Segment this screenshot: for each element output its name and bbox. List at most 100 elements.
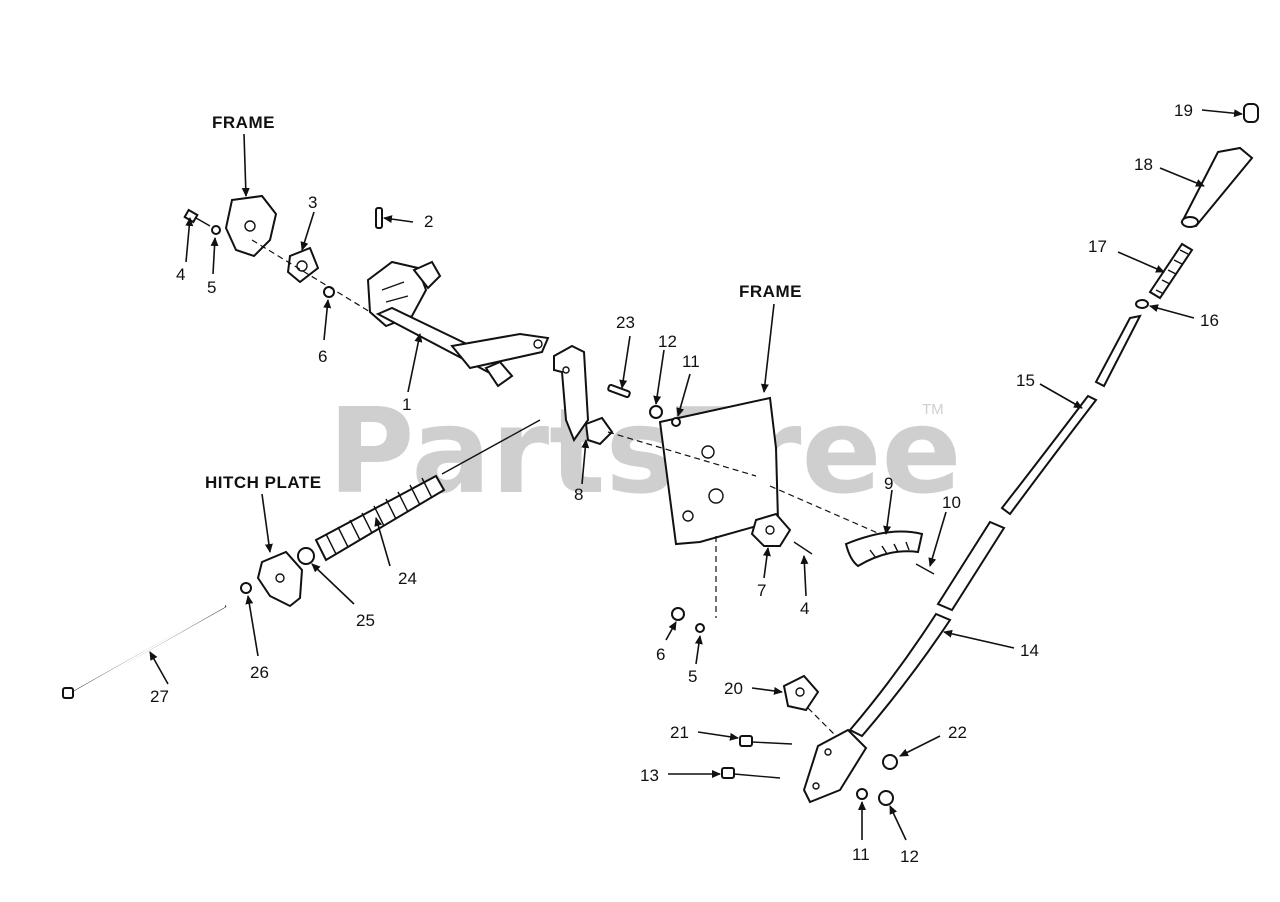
leader-5-left [210, 237, 219, 275]
callout-19: 19 [1174, 101, 1193, 120]
bolt-21 [739, 735, 793, 747]
washer-5-center [695, 623, 705, 633]
leader-12-bottom [889, 805, 907, 841]
leader-14 [943, 629, 1015, 649]
leader-5-center [694, 635, 703, 665]
callout-2: 2 [424, 212, 433, 231]
callout-5-center: 5 [688, 667, 697, 686]
leader-4-center [800, 555, 809, 597]
label-frame-center: FRAME [739, 282, 802, 301]
callout-12-bottom: 12 [900, 847, 919, 866]
callout-18: 18 [1134, 155, 1153, 174]
leader-16 [1149, 304, 1195, 319]
callout-5-left: 5 [207, 278, 216, 297]
nut-6-center [671, 607, 685, 621]
spacer-25 [297, 547, 315, 565]
leader-20 [751, 686, 783, 695]
axis-line-center [607, 431, 757, 477]
leader-17 [1117, 251, 1165, 273]
leader-1 [407, 333, 423, 393]
callout-13: 13 [640, 766, 659, 785]
callout-10: 10 [942, 493, 961, 512]
leader-27 [149, 651, 169, 685]
bolt-10 [915, 563, 935, 575]
callout-16: 16 [1200, 311, 1219, 330]
leader-21 [697, 731, 739, 741]
leader-frame-left [241, 133, 250, 197]
tube-14 [802, 520, 1006, 804]
callout-25: 25 [356, 611, 375, 630]
nut-12-top [649, 405, 663, 419]
washer-26 [240, 582, 252, 594]
leader-19 [1201, 109, 1243, 118]
washer-11-bottom [856, 788, 868, 800]
left-frame-bracket [224, 194, 278, 258]
leader-15 [1039, 383, 1083, 409]
washer-5-left [211, 225, 221, 235]
leader-18 [1159, 167, 1205, 187]
watermark-tm: TM [922, 401, 944, 418]
callout-9: 9 [884, 474, 893, 493]
callout-6-left: 6 [318, 347, 327, 366]
callout-27: 27 [150, 687, 169, 706]
leader-4-left [185, 217, 194, 263]
bracket-8 [553, 344, 614, 446]
grip-18 [1180, 146, 1254, 228]
leader-24 [374, 517, 391, 567]
hitch-plate [256, 550, 304, 608]
callout-1: 1 [402, 395, 411, 414]
callout-11-top: 11 [682, 352, 700, 371]
callout-22: 22 [948, 723, 967, 742]
leader-9 [883, 489, 893, 535]
bolt-13 [721, 767, 781, 779]
callout-11-bottom: 11 [852, 845, 870, 864]
leader-12-top [653, 349, 665, 405]
segment-9 [844, 530, 924, 568]
bolt-4-center [793, 541, 813, 555]
knob-19 [1243, 103, 1259, 123]
callout-26: 26 [250, 663, 269, 682]
callout-14: 14 [1020, 641, 1039, 660]
collar-16 [1135, 299, 1149, 309]
flange-bushing-7 [750, 512, 792, 547]
bolt-4-left [183, 208, 211, 227]
callout-17: 17 [1088, 237, 1107, 256]
callout-21: 21 [670, 723, 689, 742]
leader-hitch-plate [261, 493, 273, 553]
callout-23: 23 [616, 313, 635, 332]
leader-6-center [665, 621, 677, 641]
nut-12-bottom [878, 790, 894, 806]
leader-7 [762, 547, 771, 579]
leader-10 [928, 511, 947, 567]
label-frame-left: FRAME [212, 113, 275, 132]
callout-4-center: 4 [800, 599, 809, 618]
leader-8 [581, 439, 590, 485]
callout-24: 24 [398, 569, 417, 588]
spring-17 [1148, 242, 1194, 300]
pin-2 [375, 207, 383, 229]
leader-3 [300, 211, 315, 251]
callout-3: 3 [308, 193, 317, 212]
leader-23 [619, 335, 631, 389]
spring-rod [441, 419, 541, 475]
bracket-20 [782, 674, 820, 712]
callout-4-left: 4 [176, 265, 185, 284]
axis-line-bracket [807, 707, 837, 737]
callout-15: 15 [1016, 371, 1035, 390]
callout-12-top: 12 [658, 332, 677, 351]
rod-27 [62, 605, 227, 699]
leader-6-left [323, 299, 332, 341]
callout-7: 7 [757, 581, 766, 600]
callout-6-center: 6 [656, 645, 665, 664]
callout-8: 8 [574, 485, 583, 504]
leader-2 [383, 215, 414, 224]
leader-26 [245, 595, 259, 657]
leader-frame-center [760, 303, 775, 393]
axis-line-right [769, 485, 881, 535]
callout-20: 20 [724, 679, 743, 698]
lift-shaft-1 [366, 260, 550, 388]
leader-11-top [676, 373, 691, 417]
leader-25 [311, 563, 355, 605]
leader-22 [899, 735, 941, 757]
